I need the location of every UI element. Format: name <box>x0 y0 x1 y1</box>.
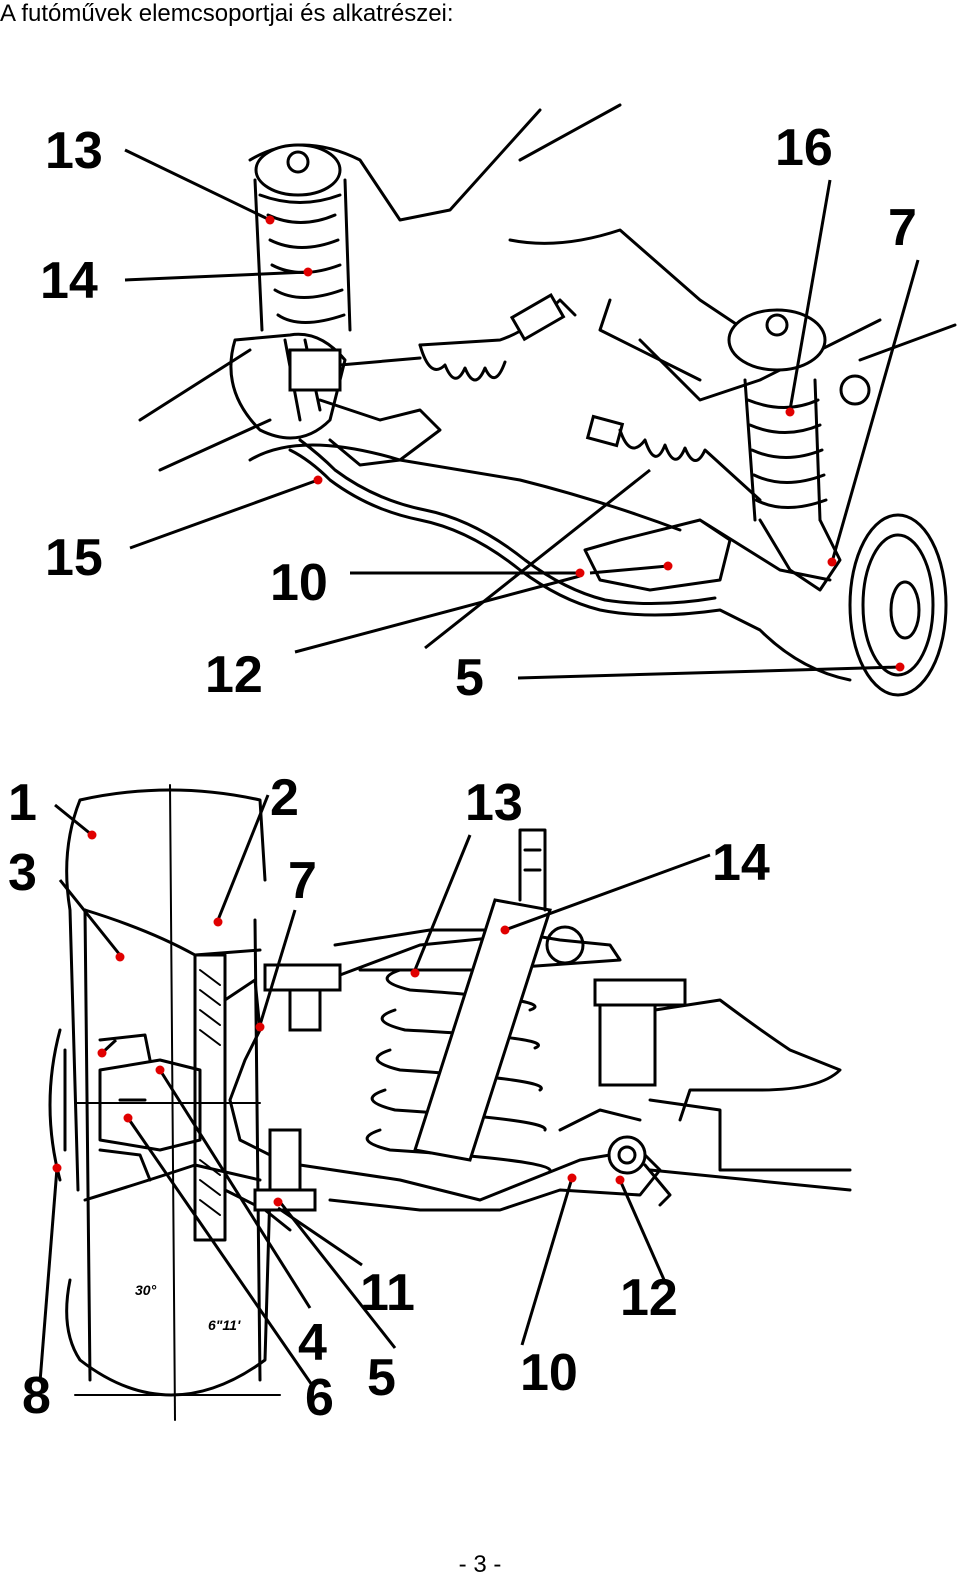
bottom-label-2: 2 <box>270 770 299 827</box>
lower-control-arm <box>298 1148 662 1212</box>
lower-ball-joint <box>253 1128 317 1212</box>
tire-marking-size: 6"11' <box>208 1317 241 1333</box>
top-label-13: 13 <box>45 122 103 180</box>
body-outline <box>248 103 762 382</box>
top-label-7: 7 <box>888 199 917 257</box>
bottom-label-8: 8 <box>22 1367 51 1425</box>
bottom-label-4: 4 <box>298 1314 327 1372</box>
pivot-bolt <box>607 1135 672 1207</box>
bottom-label-12: 12 <box>620 1269 678 1327</box>
wheel-tire <box>48 784 281 1421</box>
upper-ball-joint <box>263 933 522 1032</box>
stabilizer-bar-inner <box>298 438 717 606</box>
bottom-label-14: 14 <box>712 834 770 892</box>
top-markers <box>265 215 905 672</box>
top-suspension-diagram: 13 14 15 10 12 5 16 7 <box>40 103 957 707</box>
page-number: - 3 - <box>458 1551 502 1578</box>
bottom-label-11: 11 <box>360 1264 415 1322</box>
left-tie-rod <box>338 293 577 382</box>
bottom-label-5: 5 <box>367 1349 396 1407</box>
bottom-markers <box>52 830 625 1207</box>
crossmember <box>558 978 852 1192</box>
top-label-15: 15 <box>45 529 103 587</box>
bottom-label-7: 7 <box>288 852 317 910</box>
left-control-arm <box>318 398 442 467</box>
top-leader-lines <box>124 148 920 680</box>
page-title: A futóművek elemcsoportjai és alkatrésze… <box>0 0 454 27</box>
bottom-label-13: 13 <box>465 774 523 832</box>
bottom-label-1: 1 <box>8 774 37 832</box>
coil-spring <box>365 968 552 1172</box>
bottom-leader-lines <box>38 794 711 1386</box>
bottom-label-10: 10 <box>520 1344 578 1402</box>
tire-marking-angle: 30° <box>135 1282 157 1298</box>
left-strut-assembly <box>229 143 352 440</box>
top-label-10: 10 <box>270 554 328 612</box>
stabilizer-bar <box>288 448 852 682</box>
top-label-16: 16 <box>775 119 833 177</box>
right-control-arm <box>583 518 832 592</box>
bottom-suspension-diagram: 30° 6"11' 1 2 3 7 13 14 8 <box>8 770 852 1427</box>
right-brake-disc <box>848 513 948 697</box>
top-label-5: 5 <box>455 649 484 707</box>
bottom-label-3: 3 <box>8 844 37 902</box>
shock-absorber <box>413 828 585 1162</box>
frame-rail <box>138 318 957 532</box>
top-label-12: 12 <box>205 646 263 704</box>
top-label-14: 14 <box>40 252 98 310</box>
right-tie-rod <box>585 414 762 502</box>
bottom-label-6: 6 <box>305 1369 334 1427</box>
brake-disc <box>193 953 227 1242</box>
